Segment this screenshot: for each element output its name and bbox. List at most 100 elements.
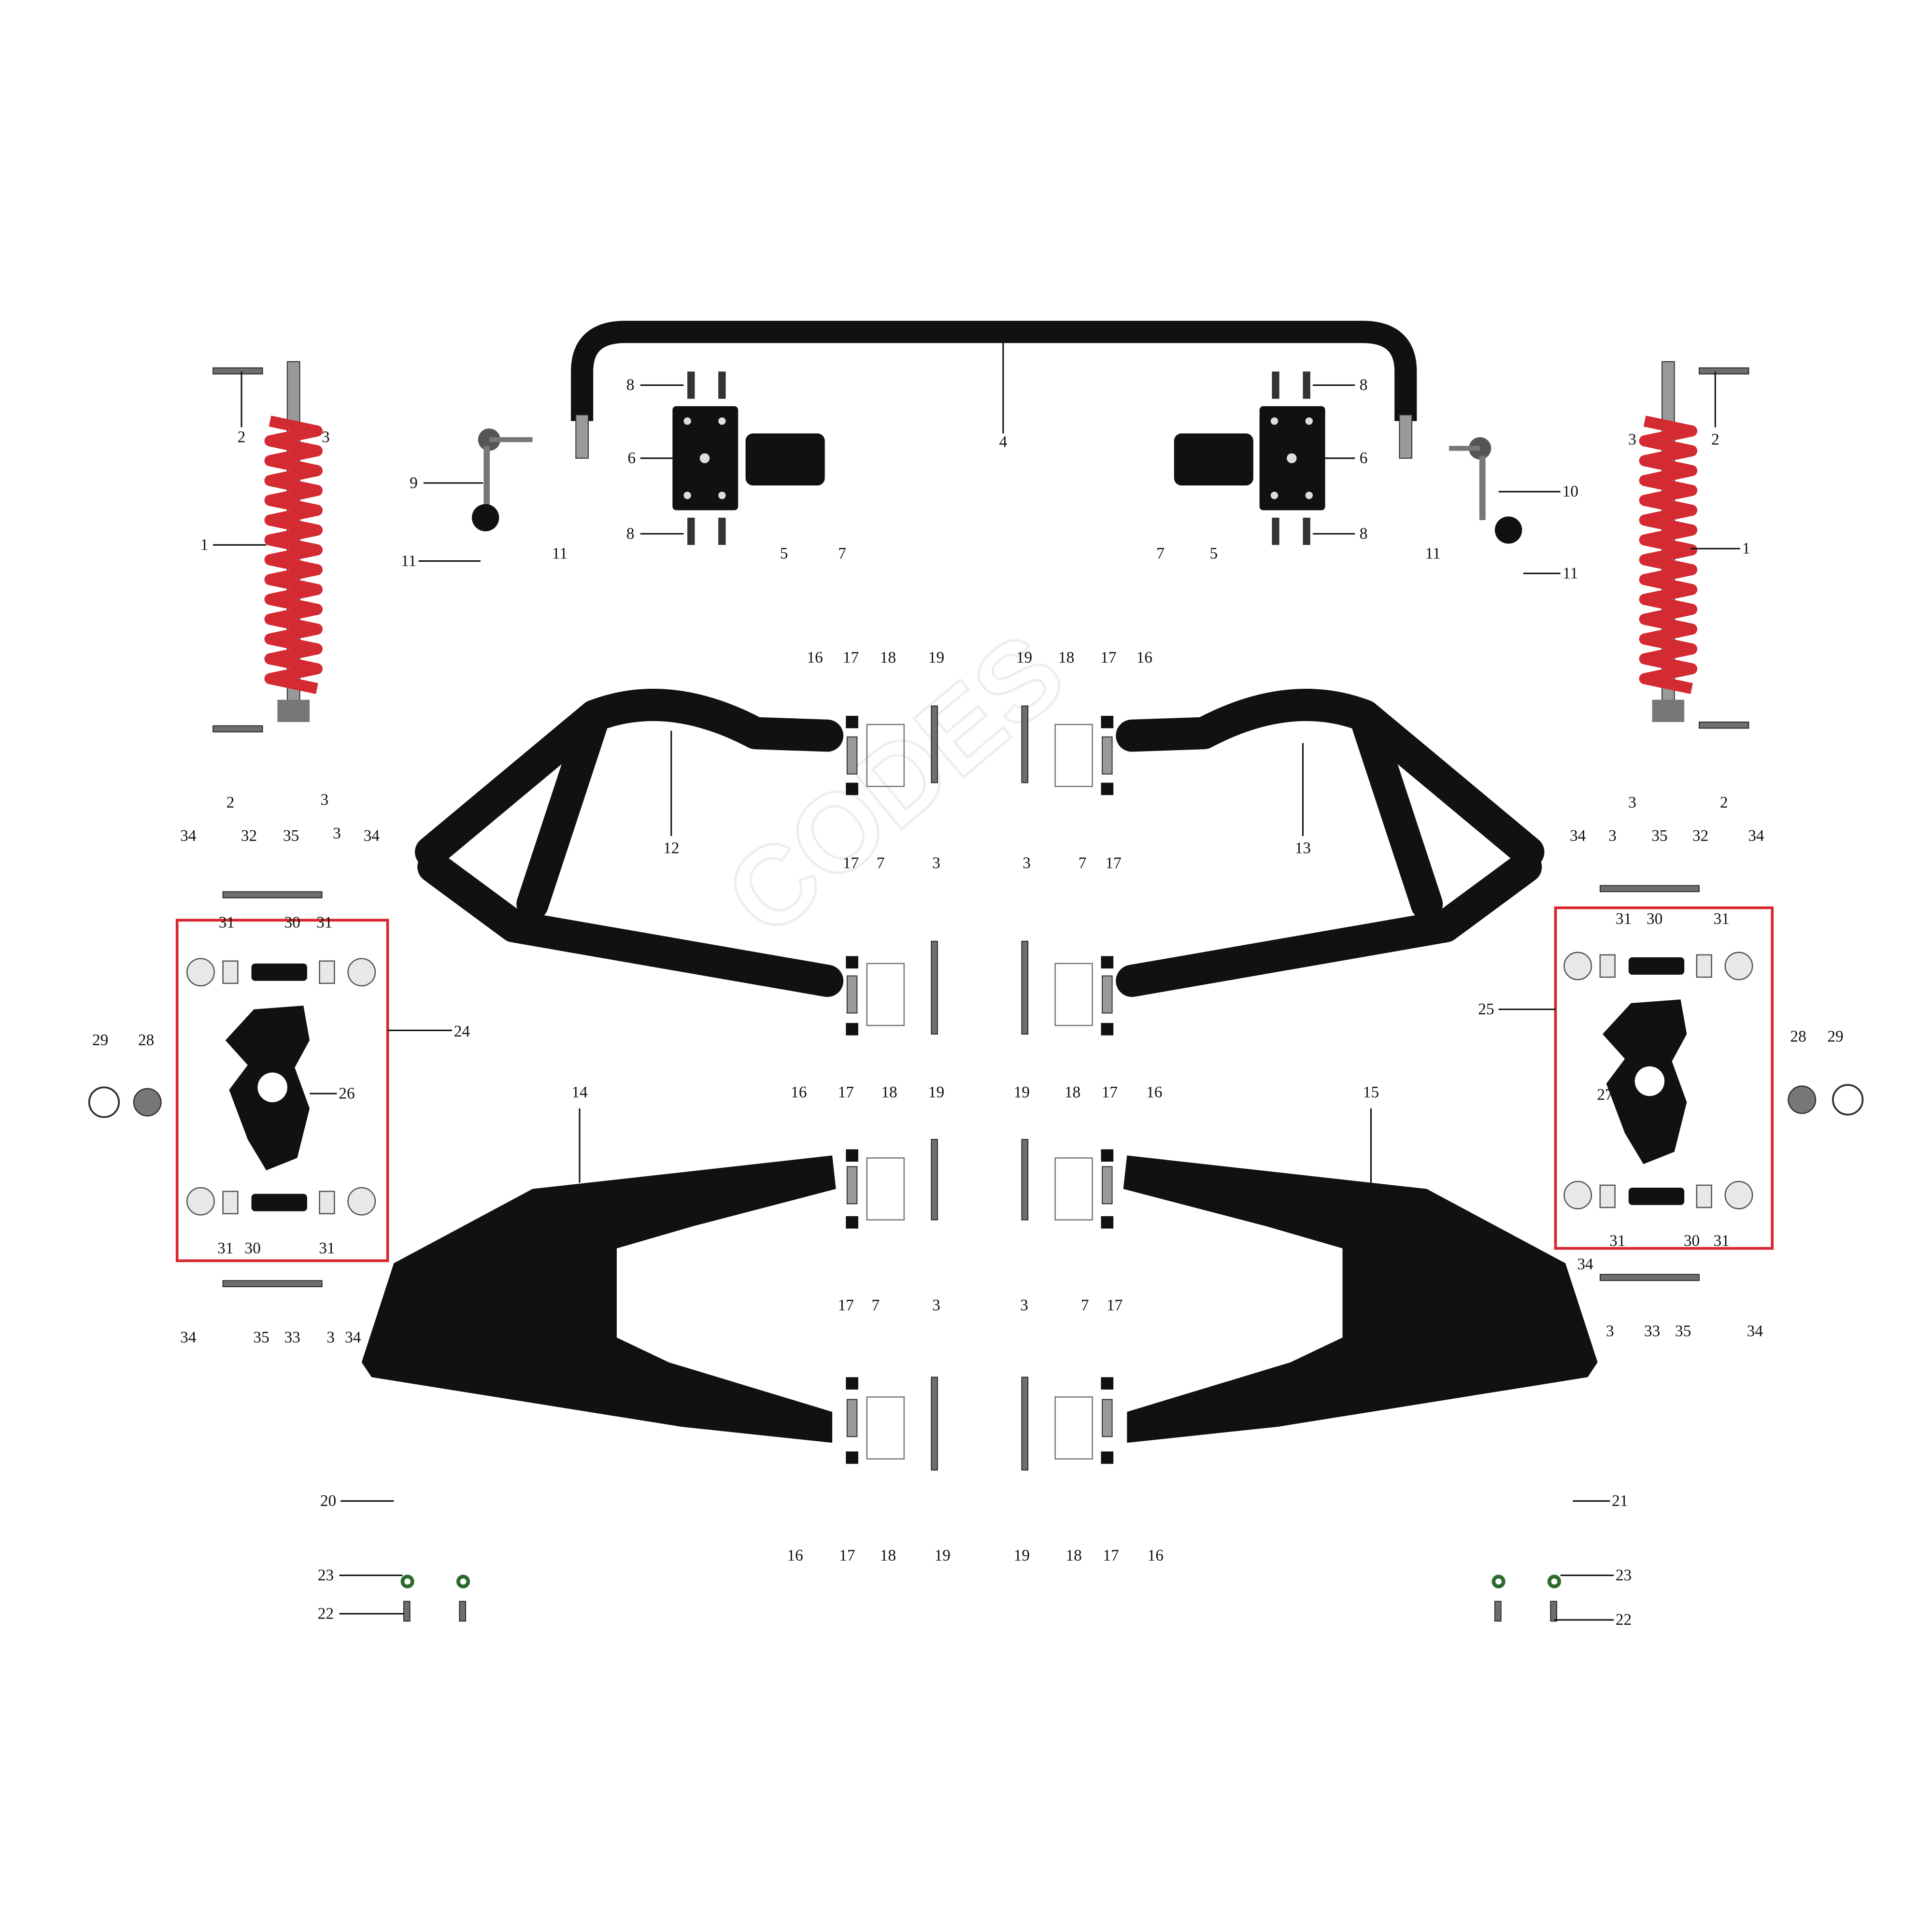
- part-callout: 3: [320, 791, 328, 809]
- part-callout: 19: [1014, 1547, 1030, 1564]
- part-callout: 5: [780, 544, 788, 562]
- bar-bushing-right: [1174, 433, 1253, 486]
- part-callout: 28: [1790, 1027, 1806, 1045]
- part-callout: 11: [1563, 564, 1578, 582]
- part-callout: 17: [839, 1547, 855, 1564]
- bar-bracket-right: [1259, 406, 1325, 511]
- part-callout: 18: [1065, 1547, 1081, 1564]
- leader-lines: [213, 334, 1740, 1621]
- shock-absorber-right: [1645, 362, 1691, 722]
- part-callout: 31: [1616, 910, 1632, 928]
- knuckle-assembly-left: [186, 891, 376, 1288]
- part-callout: 16: [791, 1083, 807, 1101]
- part-callout: 30: [284, 914, 300, 932]
- part-callout: 17: [838, 1083, 854, 1101]
- part-callout: 17: [1105, 854, 1121, 872]
- part-callout: 35: [1675, 1322, 1691, 1340]
- stabilizer-link-left: [471, 428, 533, 531]
- part-callout: 34: [180, 1328, 197, 1346]
- part-callout: 23: [318, 1566, 334, 1584]
- part-callout: 33: [1644, 1322, 1660, 1340]
- part-callout: 14: [571, 1083, 588, 1101]
- part-callout: 3: [1628, 431, 1636, 449]
- part-callout: 19: [935, 1547, 951, 1564]
- part-callout: 17: [1107, 1296, 1122, 1314]
- part-callout: 19: [1016, 649, 1032, 667]
- part-callout: 23: [1616, 1566, 1632, 1584]
- part-callout: 16: [787, 1547, 803, 1564]
- part-callout: 34: [180, 827, 197, 845]
- control-arms-left: [361, 689, 938, 1471]
- part-callout: 4: [999, 433, 1008, 451]
- part-callout: 27: [1597, 1086, 1613, 1104]
- part-callout: 10: [1563, 483, 1578, 500]
- bar-bushing-left: [745, 433, 825, 486]
- snap-ring-right: [1832, 1084, 1864, 1116]
- part-callout: 7: [838, 544, 846, 562]
- bracket-bolts: [687, 371, 1310, 545]
- part-callout: 34: [345, 1328, 361, 1346]
- part-callout: 30: [1684, 1232, 1700, 1250]
- part-callout: 7: [1079, 854, 1087, 872]
- snap-ring-left: [88, 1086, 120, 1118]
- part-callout: 31: [1609, 1232, 1625, 1250]
- part-callout: 17: [838, 1296, 854, 1314]
- part-callout: 11: [1425, 544, 1441, 562]
- part-callout: 17: [1100, 649, 1116, 667]
- part-callout: 19: [928, 649, 944, 667]
- part-callout: 20: [320, 1492, 336, 1510]
- part-callout: 7: [1156, 544, 1165, 562]
- part-callout: 17: [843, 649, 859, 667]
- bar-end-left: [575, 414, 589, 459]
- part-callout: 22: [318, 1605, 334, 1622]
- part-callout: 11: [552, 544, 568, 562]
- part-callout: 25: [1478, 1000, 1494, 1018]
- upper-control-arm: [414, 689, 844, 997]
- stabilizer-bar: [571, 321, 1417, 421]
- part-callout: 24: [454, 1023, 470, 1040]
- part-callout: 9: [410, 474, 418, 492]
- part-callout: 16: [807, 649, 823, 667]
- part-callout: 26: [339, 1084, 355, 1102]
- part-callout: 18: [880, 1547, 896, 1564]
- part-callout: 31: [219, 914, 235, 932]
- part-callout: 8: [626, 376, 635, 394]
- part-callout: 12: [663, 839, 679, 857]
- part-callout: 3: [932, 1296, 940, 1314]
- part-callout: 18: [1065, 1083, 1080, 1101]
- stabilizer-link-right: [1449, 437, 1522, 544]
- part-callout: 31: [319, 1239, 335, 1257]
- knuckle-group-frame-left: [175, 919, 389, 1263]
- part-callout: 8: [1360, 525, 1368, 542]
- part-callout: 31: [316, 914, 332, 932]
- part-callout: 3: [322, 428, 330, 446]
- part-callout: 31: [1713, 1232, 1729, 1250]
- part-callout: 3: [333, 824, 341, 842]
- part-callout: 7: [871, 1296, 880, 1314]
- part-callout: 35: [1651, 827, 1667, 845]
- part-callout: 7: [1081, 1296, 1089, 1314]
- part-callout: 6: [1360, 449, 1368, 467]
- part-callout: 34: [1570, 827, 1586, 845]
- part-callout: 31: [1713, 910, 1729, 928]
- part-callout: 3: [1023, 854, 1031, 872]
- part-callout: 16: [1136, 649, 1152, 667]
- part-callout: 34: [364, 827, 380, 845]
- part-callout: 3: [1606, 1322, 1614, 1340]
- bearing-left: [133, 1088, 162, 1117]
- part-callout: 1: [200, 536, 209, 554]
- bar-end-right: [1399, 414, 1413, 459]
- part-callout: 29: [1827, 1027, 1843, 1045]
- part-callout: 2: [1711, 431, 1719, 449]
- part-callout: 18: [881, 1083, 897, 1101]
- part-callout: 3: [1020, 1296, 1028, 1314]
- lower-control-arm: [361, 1155, 836, 1443]
- part-callout: 1: [1742, 540, 1750, 557]
- part-callout: 21: [1612, 1492, 1628, 1510]
- part-callout: 17: [843, 854, 859, 872]
- part-callout: 33: [284, 1328, 300, 1346]
- part-callout: 32: [1692, 827, 1708, 845]
